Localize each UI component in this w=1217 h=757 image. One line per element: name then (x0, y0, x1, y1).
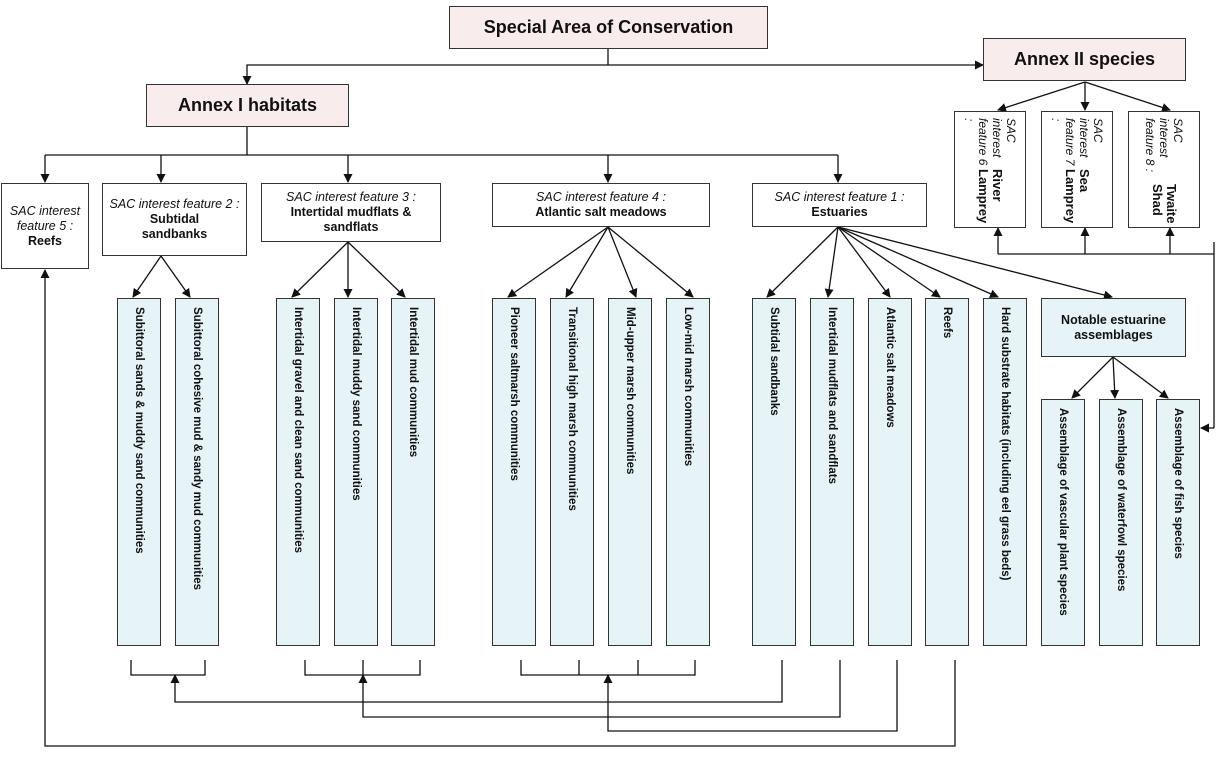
notable-assemblages-label: Notable estuarine assemblages (1061, 312, 1166, 342)
species-1-name: River Lamprey (976, 168, 1005, 224)
habitat-item: Intertidal mud communities (391, 298, 435, 646)
habitat-item-label: Intertidal mudflats and sandflats (826, 307, 838, 484)
sac-root-box: Special Area of Conservation (449, 6, 768, 49)
habitat-item: Subittoral cohesive mud & sandy mud comm… (175, 298, 219, 646)
habitat-item: Subtidal sandbanks (752, 298, 796, 646)
habitat-item-label: Low-mid marsh communities (682, 307, 694, 467)
habitat-item: Subittoral sands & muddy sand communitie… (117, 298, 161, 646)
assemblage-item: Assemblage of fish species (1156, 399, 1200, 646)
habitat-item: Intertidal muddy sand communities (334, 298, 378, 646)
habitat-item: Hard substrate habitats (including eel g… (983, 298, 1027, 646)
habitat-item-label: Subittoral cohesive mud & sandy mud comm… (191, 307, 203, 591)
feature-3-box: SAC interest feature 3 : Intertidal mudf… (261, 183, 441, 242)
habitat-item: Transitional high marsh communities (550, 298, 594, 646)
habitat-item-label: Intertidal muddy sand communities (350, 307, 362, 501)
assemblage-item-label: Assemblage of waterfowl species (1115, 408, 1127, 592)
annex-i-title: Annex I habitats (177, 95, 318, 115)
feature-4-prefix: SAC interest feature 4 : (536, 190, 666, 204)
habitat-item: Reefs (925, 298, 969, 646)
feature-3-prefix: SAC interest feature 3 : (286, 190, 416, 204)
feature-2-box: SAC interest feature 2 : Subtidal sandba… (102, 183, 247, 256)
feature-4-name: Atlantic salt meadows (535, 205, 667, 219)
species-sea-lamprey: SAC interest feature 7 :Sea Lamprey (1041, 111, 1113, 228)
feature-5-box: SAC interest feature 5 : Reefs (1, 183, 89, 269)
assemblage-item: Assemblage of waterfowl species (1099, 399, 1143, 646)
habitat-item-label: Transitional high marsh communities (566, 307, 578, 511)
species-2-name: Sea Lamprey (1063, 168, 1092, 224)
annex-ii-box: Annex II species (983, 38, 1186, 81)
feature-5-name: Reefs (27, 233, 63, 248)
habitat-item: Intertidal gravel and clean sand communi… (276, 298, 320, 646)
sac-root-title: Special Area of Conservation (483, 17, 734, 37)
species-3-name: Twaite Shad (1150, 183, 1179, 224)
annex-ii-title: Annex II species (1013, 49, 1156, 69)
habitat-item: Atlantic salt meadows (868, 298, 912, 646)
species-twaite-shad: SAC interest feature 8 : Twaite Shad (1128, 111, 1200, 228)
assemblage-item: Assemblage of vascular plant species (1041, 399, 1085, 646)
annex-i-box: Annex I habitats (146, 84, 349, 127)
habitat-item: Pioneer saltmarsh communities (492, 298, 536, 646)
habitat-item-label: Pioneer saltmarsh communities (508, 307, 520, 481)
habitat-item-label: Reefs (941, 307, 953, 339)
assemblage-item-label: Assemblage of fish species (1172, 408, 1184, 559)
feature-5-prefix: SAC interest feature 5 : (9, 203, 81, 233)
habitat-item: Mid-upper marsh communities (608, 298, 652, 646)
habitat-item-label: Intertidal mud communities (407, 307, 419, 458)
habitat-item-label: Mid-upper marsh communities (624, 307, 636, 475)
habitat-item-label: Intertidal gravel and clean sand communi… (292, 307, 304, 554)
habitat-item-label: Subtidal sandbanks (768, 307, 780, 416)
habitat-item: Intertidal mudflats and sandflats (810, 298, 854, 646)
habitat-item-label: Hard substrate habitats (including eel g… (999, 307, 1011, 581)
habitat-item-label: Atlantic salt meadows (884, 307, 896, 428)
habitat-item: Low-mid marsh communities (666, 298, 710, 646)
species-2-prefix: SAC interest feature 7 : (1049, 118, 1105, 166)
feature-2-prefix: SAC interest feature 2 : (109, 197, 240, 211)
species-river-lamprey: SAC interest feature 6 :River Lamprey (954, 111, 1026, 228)
notable-assemblages-box: Notable estuarine assemblages (1041, 298, 1186, 357)
assemblage-item-label: Assemblage of vascular plant species (1057, 408, 1069, 616)
species-1-prefix: SAC interest feature 6 : (962, 118, 1018, 166)
habitat-item-label: Subittoral sands & muddy sand communitie… (133, 307, 145, 554)
feature-4-box: SAC interest feature 4 : Atlantic salt m… (492, 183, 710, 227)
feature-1-box: SAC interest feature 1 : Estuaries (752, 183, 927, 227)
feature-1-name: Estuaries (811, 205, 868, 219)
species-3-prefix: SAC interest feature 8 : (1143, 118, 1185, 173)
feature-3-name: Intertidal mudflats & sandflats (290, 205, 412, 234)
feature-2-name: Subtidal sandbanks (141, 212, 208, 241)
feature-1-prefix: SAC interest feature 1 : (774, 190, 905, 204)
